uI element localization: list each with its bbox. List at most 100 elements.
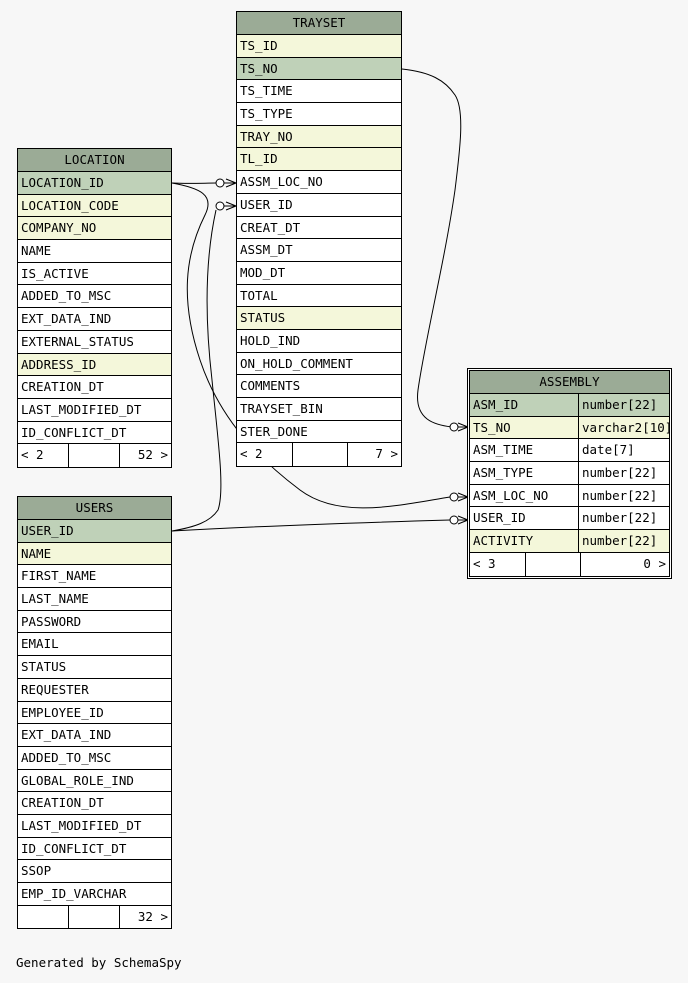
column-row[interactable]: LAST_NAME <box>18 588 171 611</box>
column-row[interactable]: ASM_ID number[22] <box>470 394 669 417</box>
column-name: CREAT_DT <box>240 219 301 235</box>
column-row[interactable]: COMPANY_NO <box>18 217 171 241</box>
column-name: TS_TIME <box>240 83 293 99</box>
column-name: ADDED_TO_MSC <box>21 288 112 304</box>
column-row[interactable]: REQUESTER <box>18 679 171 702</box>
column-name: TOTAL <box>240 287 278 303</box>
column-row[interactable]: STATUS <box>18 656 171 679</box>
table-footer: 32 > <box>18 905 171 929</box>
column-name: SSOP <box>21 863 52 879</box>
column-row[interactable]: EXTERNAL_STATUS <box>18 331 171 354</box>
column-row[interactable]: TS_TIME <box>237 80 401 104</box>
parent-count: < 2 <box>18 444 70 467</box>
column-row[interactable]: TS_NO <box>237 57 401 81</box>
footer-spacer <box>526 552 581 576</box>
column-row[interactable]: NAME <box>18 542 171 566</box>
row-count: 52 > <box>137 447 168 463</box>
column-name: ACTIVITY <box>473 533 534 549</box>
column-row[interactable]: LAST_MODIFIED_DT <box>18 399 171 422</box>
column-row[interactable]: TS_ID <box>237 35 401 58</box>
row-count: 32 > <box>137 908 168 924</box>
column-row[interactable]: ASSM_DT <box>237 239 401 262</box>
column-row[interactable]: ID_CONFLICT_DT <box>18 838 171 861</box>
column-row[interactable]: USER_ID <box>237 194 401 217</box>
column-name: TS_ID <box>240 38 278 53</box>
column-type: number[22] <box>578 462 669 484</box>
edge-users-assembly-user-id <box>171 519 451 532</box>
parent-count: < 2 <box>237 443 294 467</box>
column-row[interactable]: EXT_DATA_IND <box>18 724 171 747</box>
column-name: ON_HOLD_COMMENT <box>240 355 353 371</box>
column-name: STER_DONE <box>240 423 308 439</box>
column-name: ASM_LOC_NO <box>473 487 549 503</box>
column-row[interactable]: ON_HOLD_COMMENT <box>237 353 401 376</box>
column-name: LAST_MODIFIED_DT <box>21 817 142 833</box>
column-name: NAME <box>21 545 52 561</box>
column-row[interactable]: COMMENTS <box>237 375 401 398</box>
column-row[interactable]: ADDED_TO_MSC <box>18 747 171 770</box>
column-row[interactable]: MOD_DT <box>237 262 401 285</box>
column-row[interactable]: CREATION_DT <box>18 792 171 815</box>
column-row[interactable]: NAME <box>18 240 171 263</box>
column-row[interactable]: TS_TYPE <box>237 103 401 126</box>
column-type: varchar2[10] <box>578 416 669 439</box>
column-name: TL_ID <box>240 151 278 167</box>
column-row[interactable]: FIRST_NAME <box>18 565 171 589</box>
column-row[interactable]: ASM_LOC_NO number[22] <box>470 484 669 508</box>
column-row[interactable]: ASSM_LOC_NO <box>237 171 401 194</box>
column-row[interactable]: ADDRESS_ID <box>18 353 171 377</box>
column-row[interactable]: EMPLOYEE_ID <box>18 702 171 725</box>
column-row[interactable]: ADDED_TO_MSC <box>18 285 171 309</box>
edge-users-trayset-user-id <box>171 209 222 532</box>
column-type: number[22] <box>578 484 669 507</box>
column-name: STATUS <box>240 310 286 326</box>
column-row[interactable]: STATUS <box>237 307 401 330</box>
column-row[interactable]: LAST_MODIFIED_DT <box>18 815 171 838</box>
edge-location-assembly-asm-loc-no <box>171 182 451 509</box>
column-row[interactable]: ID_CONFLICT_DT <box>18 422 171 445</box>
column-type: number[22] <box>578 394 669 416</box>
column-name: USER_ID <box>473 510 526 526</box>
column-name: LOCATION_CODE <box>21 197 119 213</box>
column-row[interactable]: TRAYSET_BIN <box>237 398 401 421</box>
column-row[interactable]: EMAIL <box>18 633 171 657</box>
edge-trayset-assembly-ts-no <box>401 68 462 428</box>
column-row[interactable]: TL_ID <box>237 148 401 172</box>
column-name: COMMENTS <box>240 378 301 394</box>
column-row[interactable]: TRAY_NO <box>237 125 401 149</box>
column-row[interactable]: EXT_DATA_IND <box>18 308 171 331</box>
column-row[interactable]: PASSWORD <box>18 611 171 634</box>
column-name: CREATION_DT <box>21 379 104 395</box>
column-name: ASM_ID <box>473 397 519 412</box>
column-name: TS_TYPE <box>240 106 293 122</box>
column-name: ASM_TYPE <box>473 465 534 481</box>
column-row[interactable]: STER_DONE <box>237 421 401 444</box>
column-row[interactable]: USER_ID <box>18 520 171 543</box>
column-name: NAME <box>21 243 52 259</box>
column-name: USER_ID <box>21 523 74 538</box>
column-row[interactable]: EMP_ID_VARCHAR <box>18 883 171 906</box>
column-row[interactable]: CREATION_DT <box>18 376 171 399</box>
table-footer: < 2 52 > <box>18 444 171 467</box>
column-type: date[7] <box>578 439 669 462</box>
column-row[interactable]: SSOP <box>18 860 171 883</box>
column-row[interactable]: GLOBAL_ROLE_IND <box>18 770 171 793</box>
column-row[interactable]: LOCATION_ID <box>18 172 171 195</box>
column-row[interactable]: LOCATION_CODE <box>18 194 171 218</box>
column-row[interactable]: HOLD_IND <box>237 330 401 353</box>
column-row[interactable]: ASM_TYPE number[22] <box>470 462 669 485</box>
column-name: TRAY_NO <box>240 128 293 144</box>
column-row[interactable]: TOTAL <box>237 285 401 308</box>
column-row[interactable]: IS_ACTIVE <box>18 263 171 286</box>
column-name: ADDRESS_ID <box>21 356 97 372</box>
column-row[interactable]: CREAT_DT <box>237 217 401 240</box>
